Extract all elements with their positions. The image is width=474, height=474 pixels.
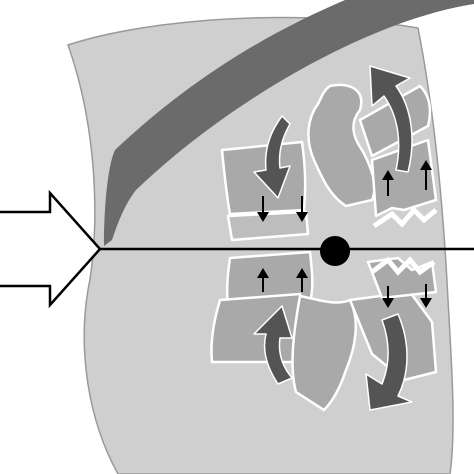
curved-arrow-icon [253,115,291,199]
curved-arrow-icon [253,305,293,385]
curved-arrow-icon [369,65,413,173]
small-arrow-up-icon [296,268,308,292]
seat-belt [104,0,474,246]
small-arrow-down-icon [296,196,308,222]
distraction-arrows [257,160,432,308]
upper-spinous-process [358,84,432,158]
fracture-line-upper [372,206,438,229]
rotation-arrows [253,65,413,411]
small-arrow-down-icon [420,284,432,308]
small-arrow-up-icon [382,170,394,196]
lower-vertebra-lower [210,292,307,364]
small-arrow-up-icon [420,160,432,190]
lower-posterior-elements [291,294,357,412]
big-hollow-arrow-icon [0,189,102,309]
fracture-line-lower [370,256,436,276]
upper-lamina [370,138,438,218]
upper-posterior-elements [307,83,376,208]
upper-disc [226,210,310,242]
small-arrow-up-icon [257,268,269,292]
curved-arrow-icon [365,313,413,411]
fulcrum-icon [320,236,350,266]
small-arrow-down-icon [382,286,394,308]
small-arrow-down-icon [257,196,269,222]
